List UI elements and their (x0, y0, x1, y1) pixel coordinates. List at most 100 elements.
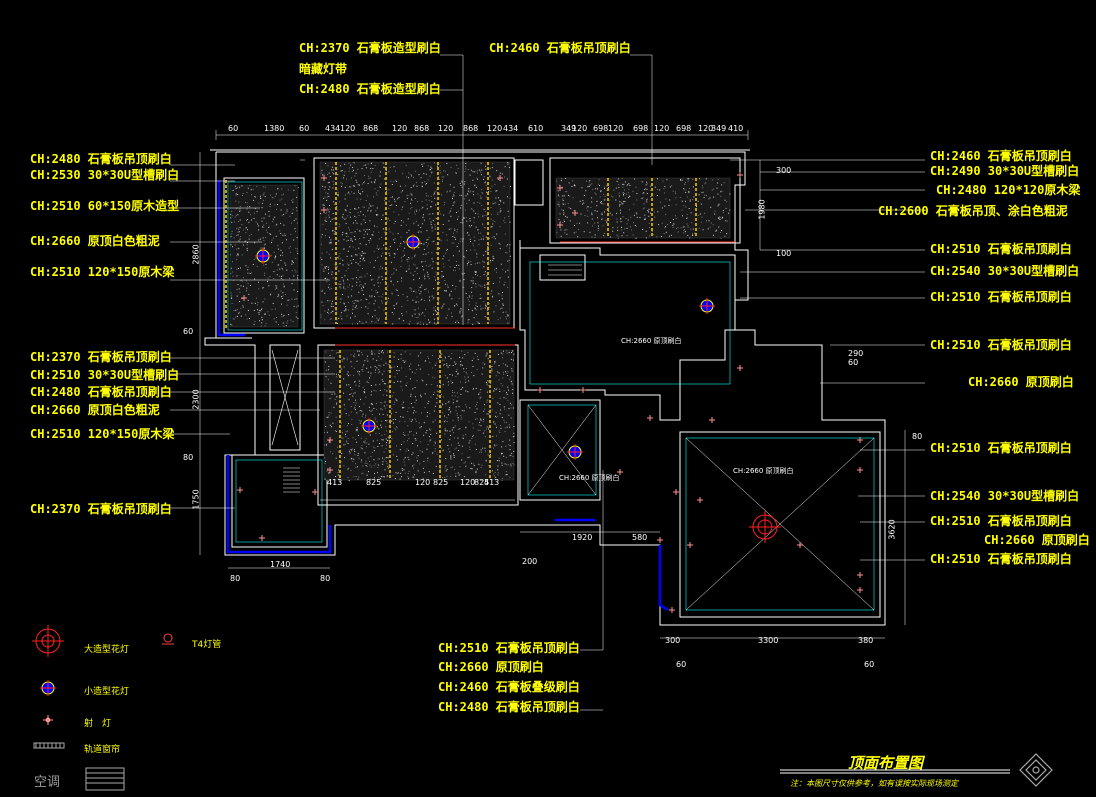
speck (388, 248, 390, 250)
speck (597, 227, 599, 229)
speck (453, 193, 454, 195)
speck (377, 467, 379, 469)
speck (385, 438, 387, 440)
speck (683, 188, 685, 190)
speck (493, 422, 494, 424)
speck (369, 220, 371, 222)
speck (465, 217, 467, 219)
speck (594, 236, 596, 238)
speck (473, 465, 475, 467)
speck (275, 286, 277, 288)
speck (426, 271, 428, 273)
speck (466, 220, 468, 222)
speck (450, 411, 452, 413)
speck (620, 218, 622, 220)
speck (408, 438, 410, 439)
speck (322, 204, 324, 206)
speck (719, 217, 721, 219)
speck (433, 240, 435, 242)
speck (489, 187, 491, 189)
speck (355, 463, 357, 465)
speck (478, 463, 480, 465)
speck (418, 422, 420, 424)
speck (471, 372, 472, 373)
speck (577, 236, 579, 238)
top-dim-12: 610 (528, 124, 544, 133)
speck (411, 194, 413, 196)
dim-80-left: 80 (230, 574, 241, 583)
speck (712, 234, 714, 236)
speck (449, 451, 451, 453)
speck (487, 381, 489, 383)
speck (332, 213, 334, 214)
speck (269, 276, 271, 278)
speck (486, 413, 488, 415)
speck (454, 201, 456, 203)
speck (285, 264, 287, 266)
speck (321, 252, 323, 254)
speck (262, 226, 263, 228)
speck (448, 212, 450, 214)
speck (351, 289, 353, 291)
speck (322, 185, 324, 187)
speck (320, 314, 322, 316)
speck (717, 205, 719, 207)
speck (427, 276, 429, 278)
speck (386, 414, 388, 416)
speck (248, 317, 250, 319)
speck (346, 359, 348, 361)
speck (248, 238, 250, 240)
speck (605, 209, 607, 211)
speck (597, 188, 598, 190)
speck (468, 304, 470, 306)
speck (722, 212, 724, 213)
speck (417, 470, 419, 472)
dim-200: 200 (522, 557, 538, 566)
speck (712, 188, 714, 190)
speck (504, 166, 506, 168)
speck (475, 226, 477, 228)
speck (622, 203, 624, 204)
speck (247, 269, 249, 271)
speck (378, 277, 380, 279)
speck (231, 294, 233, 296)
speck (442, 305, 444, 307)
speck (397, 366, 398, 368)
speck (664, 205, 666, 207)
speck (398, 197, 400, 199)
speck (512, 359, 514, 361)
speck (411, 207, 413, 208)
speck (483, 176, 485, 178)
speck (269, 233, 271, 235)
speck (480, 305, 482, 307)
speck (382, 279, 384, 281)
speck (472, 243, 474, 245)
speck (452, 284, 454, 286)
speck (276, 223, 278, 225)
speck (344, 288, 346, 290)
speck (419, 368, 421, 370)
speck (359, 238, 361, 239)
speck (359, 261, 361, 263)
speck (488, 190, 490, 192)
speck (439, 210, 440, 212)
speck (487, 250, 489, 251)
speck (441, 359, 443, 361)
speck (393, 392, 395, 394)
speck (343, 404, 345, 406)
speck (289, 277, 291, 279)
speck (426, 448, 428, 450)
speck (408, 323, 410, 325)
speck (342, 217, 344, 219)
speck (373, 303, 375, 305)
speck (475, 305, 477, 306)
speck (397, 459, 398, 461)
speck (362, 366, 364, 368)
speck (338, 374, 339, 376)
top-label-4: CH:2460 石膏板吊顶刷白 (489, 41, 631, 55)
speck (240, 285, 242, 287)
speck (493, 390, 495, 392)
speck (646, 193, 648, 194)
speck (497, 212, 499, 214)
speck (423, 248, 425, 250)
